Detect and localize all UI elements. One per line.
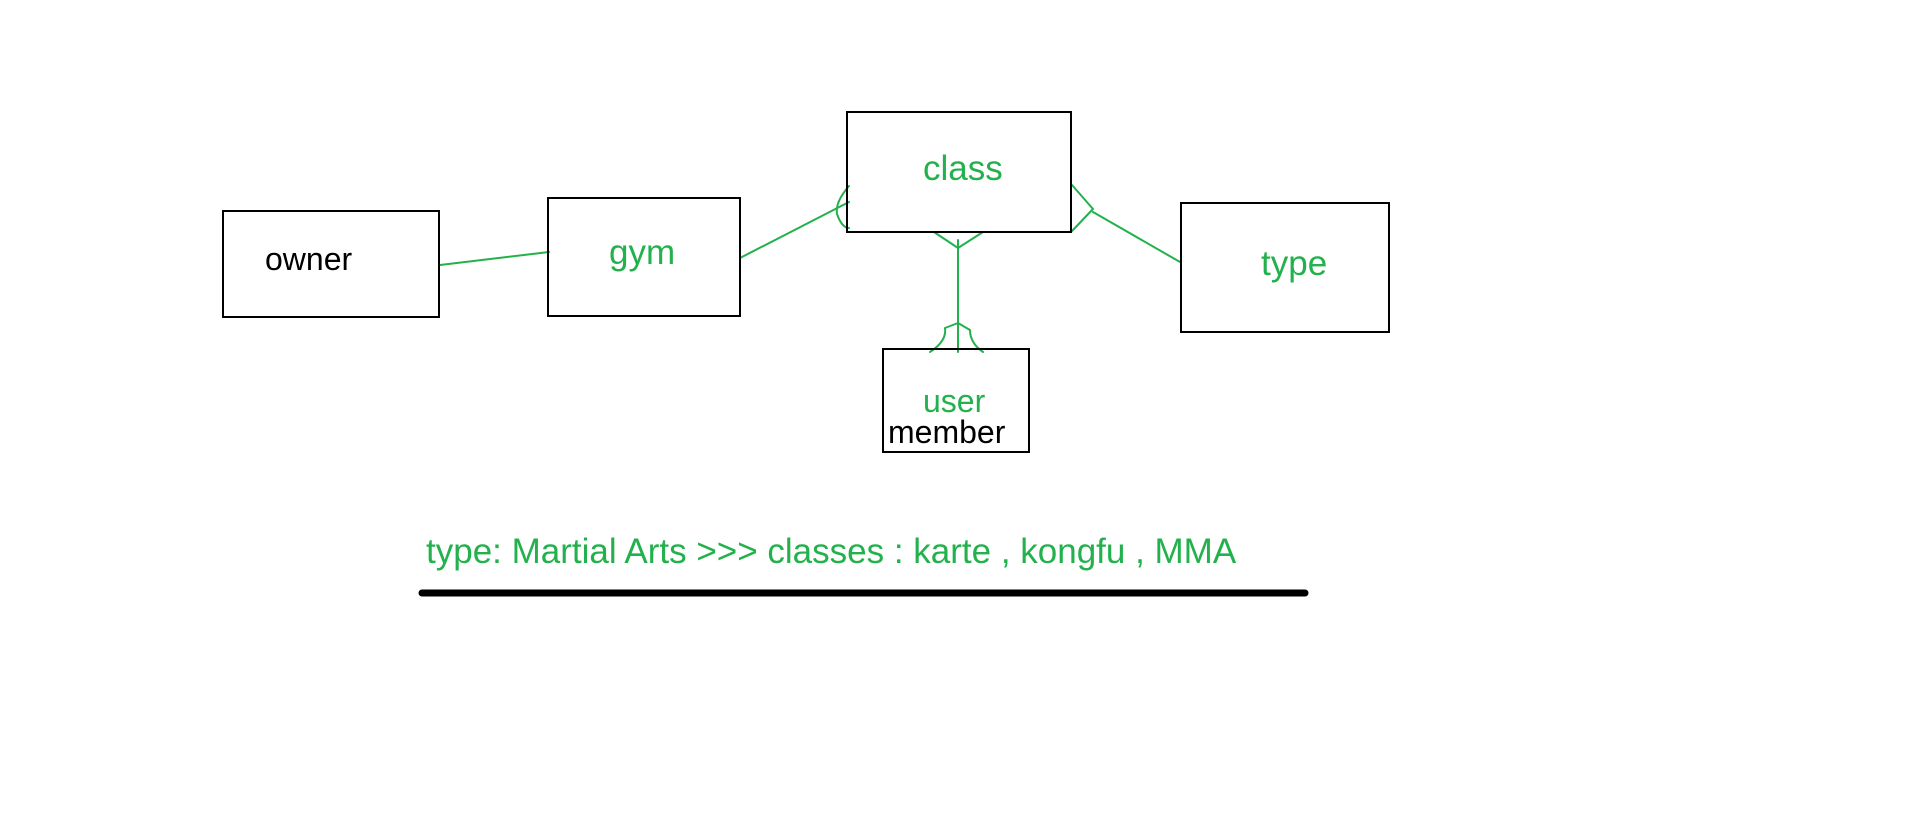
gym-label: gym [609, 233, 675, 272]
user-box [882, 348, 1030, 453]
crow-foot-class-gym [835, 185, 850, 229]
relationship-gym-class [739, 201, 850, 259]
class-box [846, 111, 1072, 233]
entity-boxes [222, 111, 1390, 453]
type-label: type [1261, 244, 1327, 283]
gym-box [547, 197, 741, 317]
member-label: member [888, 414, 1006, 450]
relationship-lines [439, 184, 1181, 353]
owner-label: owner [265, 241, 353, 277]
relationship-type-class [1092, 211, 1181, 263]
class-label: class [923, 149, 1003, 188]
crow-foot-class-user [933, 231, 984, 249]
crow-foot-user-class [929, 322, 984, 353]
crow-foot-class-type [1071, 184, 1094, 232]
type-box [1180, 202, 1390, 333]
owner-box [222, 210, 440, 318]
user-label: user [923, 383, 986, 419]
note-text: type: Martial Arts >>> classes : karte ,… [426, 532, 1237, 571]
relationship-owner-gym [439, 251, 550, 266]
